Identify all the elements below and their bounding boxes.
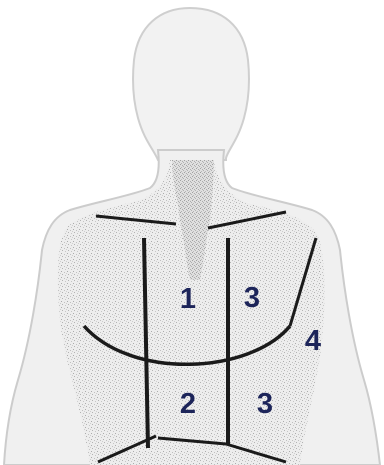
region-3-upper-label: 3 [244, 282, 260, 314]
region-1-label: 1 [180, 283, 196, 315]
head-silhouette [133, 8, 249, 160]
region-4-label: 4 [305, 325, 321, 357]
region-2-label: 2 [180, 388, 196, 420]
region-3-lower-label: 3 [257, 388, 273, 420]
